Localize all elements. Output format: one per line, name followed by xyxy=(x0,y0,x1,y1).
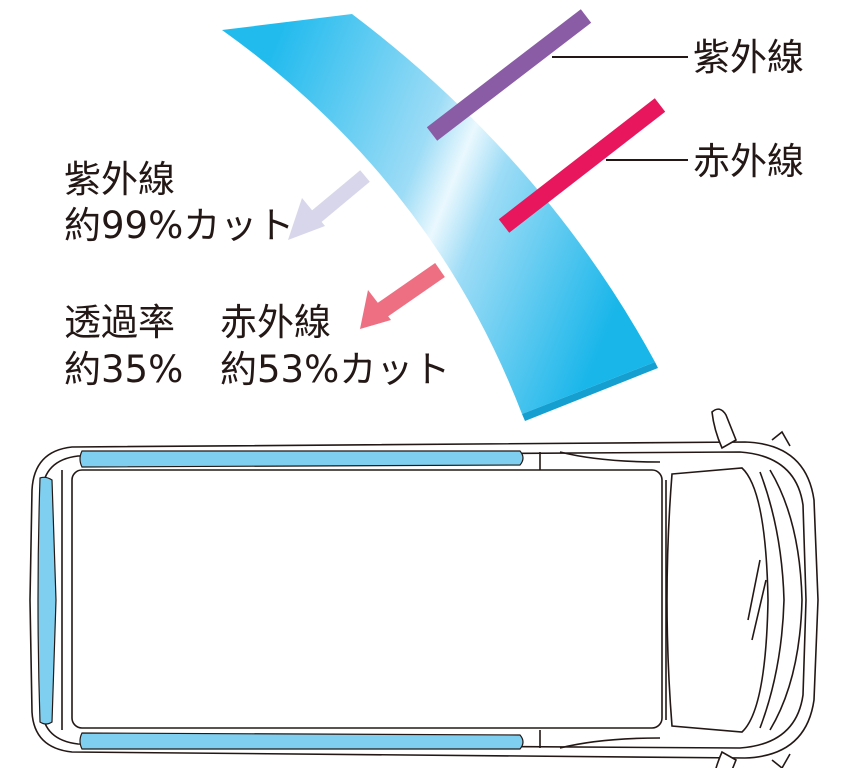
uv-ray-label: 紫外線 xyxy=(693,36,804,79)
side-window-bottom xyxy=(79,732,524,750)
transmittance-value: 約35% xyxy=(64,348,183,391)
uv-arrow xyxy=(288,170,370,240)
tinted-windows xyxy=(37,450,524,750)
uv-result-value: 約99%カット xyxy=(64,204,294,247)
transmittance-title: 透過率 xyxy=(64,301,175,344)
van-top-view xyxy=(29,408,819,768)
ir-ray xyxy=(498,98,688,233)
ir-ray-label: 赤外線 xyxy=(693,140,804,183)
uv-result-title: 紫外線 xyxy=(64,158,175,201)
glass-film-panel xyxy=(222,14,658,421)
rear-window xyxy=(37,476,57,725)
ir-result-value: 約53%カット xyxy=(220,348,450,391)
ir-arrow xyxy=(360,263,445,329)
ir-result-title: 赤外線 xyxy=(220,301,331,344)
uv-ray xyxy=(426,9,688,141)
side-window-top xyxy=(79,450,524,468)
